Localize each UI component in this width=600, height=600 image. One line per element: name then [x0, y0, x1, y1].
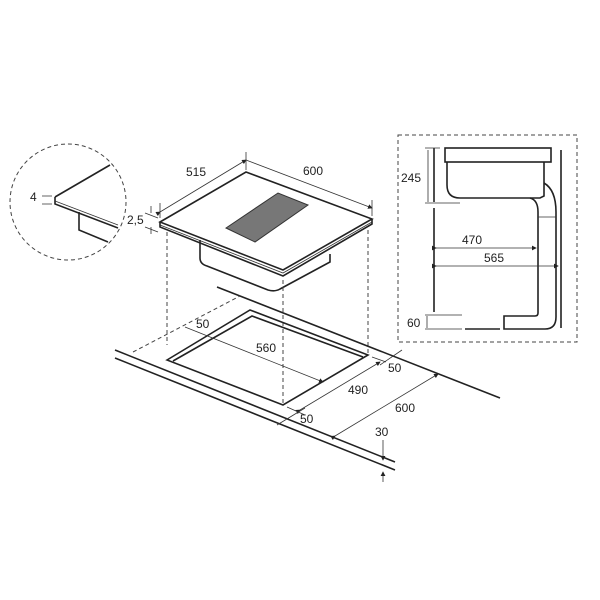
hob-edge-label: 2,5	[127, 213, 144, 227]
side-view-panel: 245 470 565 60	[397, 134, 578, 343]
hob-depth-label: 515	[186, 165, 206, 179]
side-height-label: 245	[401, 171, 421, 185]
side-bottom-label: 60	[407, 316, 421, 330]
edge-detail-callout: 4	[9, 143, 127, 261]
downdraft-vent-grille	[224, 192, 310, 243]
cutout-rear-margin-label: 50	[388, 361, 402, 375]
side-depth2-label: 565	[484, 251, 504, 265]
cutout-width-label: 560	[256, 341, 276, 355]
side-depth1-label: 470	[462, 233, 482, 247]
hob-drawing: 515 600 2,5	[127, 152, 374, 405]
cutout-depth-label: 490	[348, 383, 368, 397]
worktop-cutout-drawing: 50 560 490 50 50 600 30	[114, 286, 501, 482]
hob-width-label: 600	[303, 164, 323, 178]
cutout-side-margin-label: 50	[196, 317, 210, 331]
cutout-front-margin-label: 50	[300, 412, 314, 426]
detail-thickness-label: 4	[30, 190, 37, 204]
worktop-depth-label: 600	[395, 401, 415, 415]
worktop-thickness-label: 30	[375, 425, 389, 439]
